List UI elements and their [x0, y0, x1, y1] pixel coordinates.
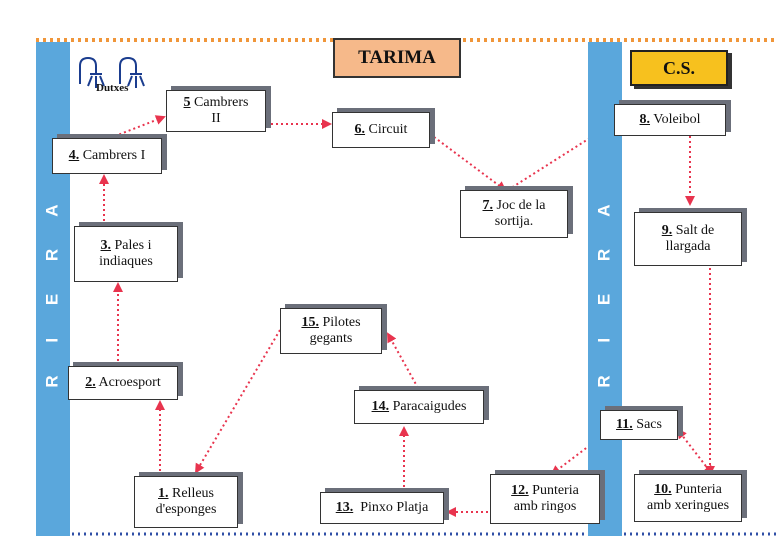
station-9-label-2: llargada	[665, 239, 711, 254]
station-11-label-1: Sacs	[636, 417, 662, 432]
station-1-label-1: Relleus	[172, 486, 214, 501]
station-15-number: 15.	[301, 315, 319, 330]
station-6-number: 6.	[354, 122, 366, 137]
station-13: 13. Pinxo Platja	[320, 492, 444, 524]
station-7-number: 7.	[482, 198, 494, 213]
station-7: 7. Joc de la sortija.	[460, 190, 568, 238]
station-12-number: 12.	[511, 483, 529, 498]
station-13-number: 13.	[335, 500, 354, 515]
station-5-label-2: II	[211, 111, 221, 126]
station-9: 9. Salt de llargada	[634, 212, 742, 266]
arrow-4-5	[109, 115, 166, 139]
station-9-number: 9.	[661, 223, 673, 238]
station-7-label-1: Joc de la	[496, 198, 546, 213]
station-4: 4. Cambrers I	[52, 138, 162, 174]
station-6-label-1: Circuit	[368, 122, 408, 137]
station-8: 8. Voleibol	[614, 104, 726, 136]
station-4-label-1: Cambrers I	[82, 148, 146, 163]
station-10: 10. Punteria amb xeringues	[634, 474, 742, 522]
station-12-label-1: Punteria	[532, 483, 579, 498]
riera-left: R I E R A	[36, 42, 70, 536]
station-3-number: 3.	[100, 238, 112, 253]
arrow-7-8	[507, 122, 614, 191]
riera-right-label: R I E R A	[595, 190, 614, 388]
shower-label: Dutxes	[96, 82, 129, 94]
station-6: 6. Circuit	[332, 112, 430, 148]
tarima-label: TARIMA	[333, 38, 461, 78]
station-11: 11. Sacs	[600, 410, 678, 440]
station-14-number: 14.	[371, 399, 390, 414]
station-2-label-1: Acroesport	[98, 375, 161, 390]
shower-icon	[79, 56, 145, 88]
station-1-label-2: d'esponges	[155, 502, 217, 517]
station-10-label-2: amb xeringues	[646, 498, 730, 513]
station-10-number: 10.	[654, 482, 672, 497]
station-8-label-1: Voleibol	[653, 112, 701, 127]
station-3-label-1: Pales i	[114, 238, 152, 253]
station-15-label-1: Pilotes	[322, 315, 361, 330]
station-5: 5 Cambrers II	[166, 90, 266, 132]
station-15: 15. Pilotes gegants	[280, 308, 382, 354]
station-2-number: 2.	[85, 375, 96, 390]
riera-left-label: R I E R A	[43, 190, 62, 388]
station-10-label-1: Punteria	[675, 482, 722, 497]
station-13-label-1: Pinxo Platja	[360, 500, 429, 515]
cs-label: C.S.	[630, 50, 728, 86]
arrow-6-7	[429, 133, 507, 192]
station-2: 2. Acroesport	[68, 366, 178, 400]
station-15-label-2: gegants	[309, 331, 353, 346]
station-14: 14. Paracaigudes	[354, 390, 484, 424]
station-3-label-2: indiaques	[99, 254, 153, 269]
arrow-11-12	[550, 429, 611, 476]
station-1-number: 1.	[158, 486, 169, 501]
station-4-number: 4.	[68, 148, 80, 163]
station-3: 3. Pales i indiaques	[74, 226, 178, 282]
arrow-10-11	[676, 428, 714, 476]
station-12: 12. Punteria amb ringos	[490, 474, 600, 524]
station-9-label-1: Salt de	[675, 223, 715, 238]
station-5-number: 5	[183, 95, 191, 110]
station-7-label-2: sortija.	[494, 214, 534, 229]
station-14-label-1: Paracaigudes	[392, 399, 467, 414]
station-11-number: 11.	[616, 417, 633, 432]
station-8-number: 8.	[639, 112, 651, 127]
station-1: 1. Relleus d'esponges	[134, 476, 238, 528]
arrow-15-1	[194, 329, 281, 474]
station-12-label-2: amb ringos	[513, 499, 577, 514]
station-5-label-1: Cambrers	[194, 95, 249, 110]
arrow-14-15	[387, 332, 419, 389]
